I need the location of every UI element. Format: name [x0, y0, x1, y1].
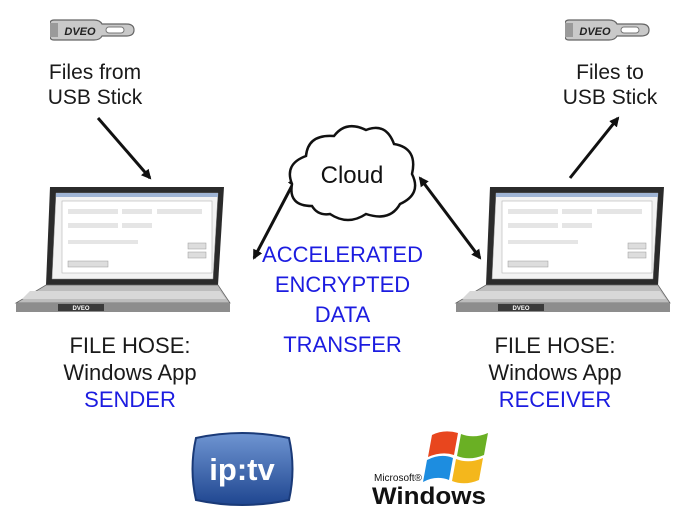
- windows-text: Windows: [372, 483, 486, 510]
- usb-left-caption-line2: USB Stick: [47, 86, 143, 109]
- sender-caption: FILE HOSE: Windows App SENDER: [20, 332, 240, 413]
- usb-right-caption-line2: USB Stick: [562, 86, 658, 109]
- laptop-sender: DVEO: [12, 185, 232, 315]
- microsoft-text: Microsoft®: [374, 473, 423, 484]
- sender-line1: FILE HOSE:: [69, 333, 191, 358]
- sender-line2: Windows App: [63, 360, 197, 385]
- receiver-line1: FILE HOSE:: [494, 333, 616, 358]
- iptv-logo-text: ip:tv: [209, 452, 275, 487]
- center-line3: DATA: [314, 302, 371, 327]
- windows-logo: Microsoft® Windows: [370, 425, 500, 510]
- cloud-label: Cloud: [321, 162, 384, 189]
- usb-left-brand: DVEO: [64, 26, 96, 38]
- arrow-cloud-receiver: [418, 176, 482, 260]
- cloud-shape: Cloud: [282, 118, 422, 228]
- center-caption: ACCELERATED ENCRYPTED DATA TRANSFER: [230, 240, 455, 360]
- center-line1: ACCELERATED: [262, 242, 423, 267]
- receiver-line2: Windows App: [488, 360, 622, 385]
- usb-left-caption-line1: Files from: [48, 61, 142, 84]
- arrow-sender-cloud: [252, 176, 298, 260]
- usb-stick-left-icon: DVEO: [49, 14, 140, 46]
- center-line4: TRANSFER: [283, 332, 402, 357]
- laptop-sender-brand: DVEO: [72, 306, 89, 312]
- sender-role: SENDER: [84, 387, 176, 412]
- usb-right-caption: Files to USB Stick: [535, 60, 685, 110]
- arrow-usb-to-sender: [96, 117, 152, 180]
- usb-right-caption-line1: Files to: [576, 61, 644, 84]
- usb-right-brand: DVEO: [579, 26, 611, 38]
- center-line2: ENCRYPTED: [274, 272, 411, 297]
- receiver-role: RECEIVER: [498, 387, 612, 412]
- laptop-receiver-brand: DVEO: [512, 306, 529, 312]
- arrow-receiver-to-usb: [568, 116, 620, 179]
- laptop-receiver: DVEO: [452, 185, 672, 315]
- usb-left-caption: Files from USB Stick: [20, 60, 170, 110]
- usb-stick-right-icon: DVEO: [564, 14, 655, 46]
- iptv-logo: ip:tv: [190, 430, 295, 508]
- receiver-caption: FILE HOSE: Windows App RECEIVER: [445, 332, 665, 413]
